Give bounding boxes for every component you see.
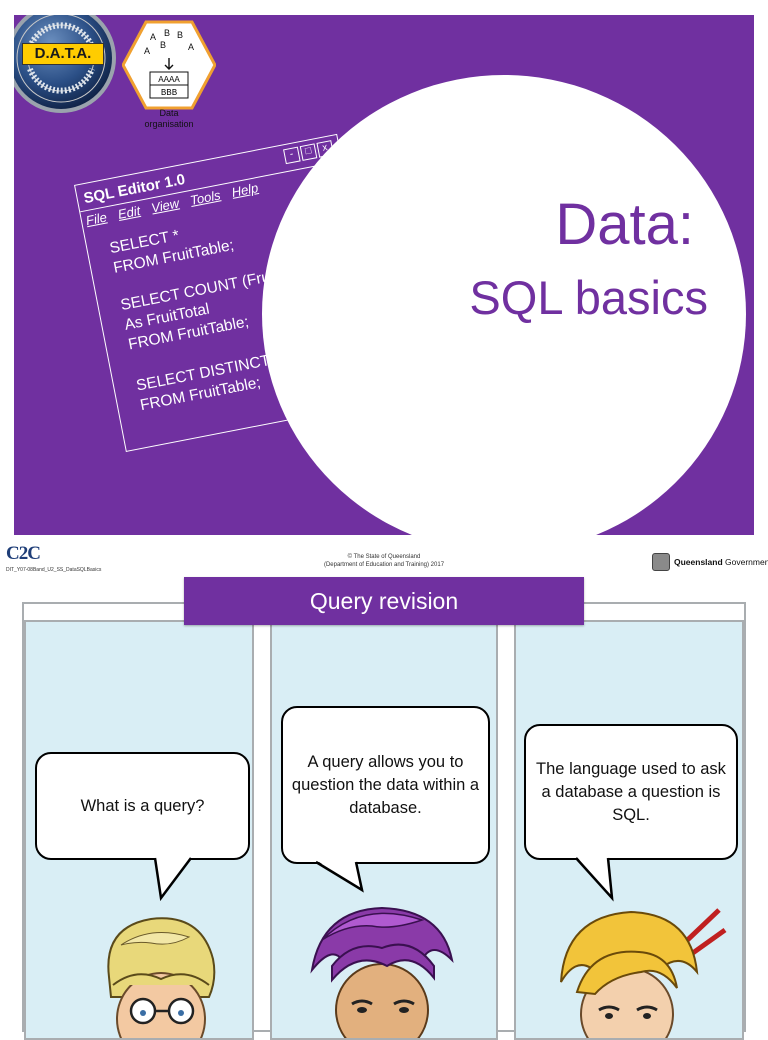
comic-panel-2: A query allows you to question the data … bbox=[270, 620, 498, 1040]
speech-tail-icon bbox=[575, 856, 614, 902]
data-organisation-hex-icon: A B B A B A AAAA BBB bbox=[121, 20, 217, 110]
caption-line-1: Data bbox=[159, 108, 179, 118]
speech-tail-icon bbox=[153, 856, 192, 902]
comic-panel-1: What is a query? bbox=[24, 620, 254, 1040]
slide-title-line-1: Data: bbox=[555, 192, 694, 257]
svg-text:B: B bbox=[164, 28, 170, 38]
minimize-icon: - bbox=[283, 146, 301, 165]
svg-text:A: A bbox=[188, 42, 194, 52]
menu-help: Help bbox=[230, 180, 260, 200]
document-code: DIT_Y07-08Band_U2_SS_DataSQLBasics bbox=[6, 567, 102, 573]
svg-text:A: A bbox=[150, 32, 156, 42]
title-circle bbox=[262, 75, 746, 535]
copyright-notice: © The State of Queensland (Department of… bbox=[284, 553, 484, 569]
data-agency-badge-logo: D.A.T.A. bbox=[14, 15, 116, 113]
c2c-logo: C2C bbox=[6, 543, 41, 564]
crest-icon bbox=[652, 553, 670, 571]
gov-name-bold: Queensland bbox=[674, 557, 723, 567]
gov-name: Government bbox=[725, 557, 768, 567]
badge-label: D.A.T.A. bbox=[22, 43, 104, 65]
speech-tail-icon bbox=[315, 860, 364, 893]
slide-title-line-2: SQL basics bbox=[469, 271, 708, 324]
menu-tools: Tools bbox=[188, 187, 222, 208]
copyright-line-2: (Department of Education and Training) 2… bbox=[323, 562, 445, 568]
boy-with-glasses-icon bbox=[107, 917, 216, 1038]
menu-edit: Edit bbox=[116, 203, 142, 223]
purple-haired-girl-icon bbox=[310, 906, 454, 1038]
speech-bubble: The language used to ask a database a qu… bbox=[524, 724, 738, 860]
maximize-icon: □ bbox=[299, 143, 318, 161]
queensland-government-logo: Queensland Government bbox=[652, 553, 768, 571]
svg-text:BBB: BBB bbox=[161, 88, 178, 98]
svg-text:A: A bbox=[144, 46, 150, 56]
speech-bubble: What is a query? bbox=[35, 752, 250, 860]
blonde-girl-with-chopsticks-icon bbox=[560, 908, 727, 1038]
svg-text:B: B bbox=[177, 30, 183, 40]
menu-view: View bbox=[150, 195, 181, 216]
menu-file: File bbox=[84, 209, 109, 229]
copyright-line-1: © The State of Queensland bbox=[347, 554, 421, 560]
svg-text:B: B bbox=[160, 40, 166, 50]
comic-panel-3: The language used to ask a database a qu… bbox=[514, 620, 744, 1040]
caption-line-2: organisation bbox=[144, 119, 194, 129]
svg-text:AAAA: AAAA bbox=[158, 75, 180, 85]
speech-bubble: A query allows you to question the data … bbox=[281, 706, 490, 864]
title-slide: D.A.T.A. A B B A B A AAAA BBB Data organ… bbox=[14, 15, 754, 535]
data-organisation-caption: Data organisation bbox=[122, 108, 216, 130]
slide-heading: Query revision bbox=[184, 577, 584, 625]
